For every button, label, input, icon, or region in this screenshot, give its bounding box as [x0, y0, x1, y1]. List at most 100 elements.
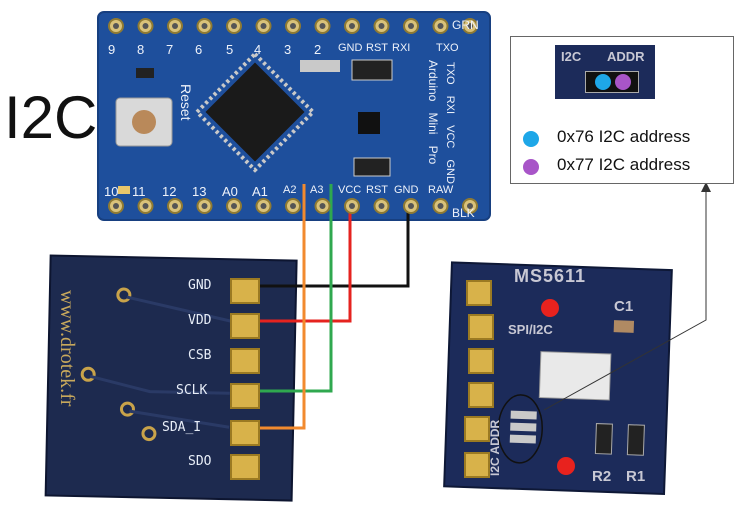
addr-jumper-highlight — [497, 394, 543, 464]
pin-label-txo-top: TXO — [436, 42, 459, 54]
ms-pad-4 — [468, 382, 494, 408]
arduino-pad-hole — [172, 203, 178, 209]
ms-pad-5 — [464, 416, 490, 442]
arduino-pad-hole — [290, 203, 296, 209]
pad-vdd — [230, 313, 260, 339]
vdd-wire — [244, 206, 352, 323]
pin-label-5: 5 — [226, 42, 234, 57]
legend-header-i2c: I2C — [561, 49, 582, 64]
pin-label-3: 3 — [284, 42, 292, 57]
arduino-pad-hole — [408, 23, 414, 29]
brand-line-arduino: Arduino — [426, 60, 440, 102]
ms5611-title: MS5611 — [514, 266, 587, 286]
drotek-pin-header — [230, 278, 260, 480]
legend-dot-0x76 — [523, 131, 539, 147]
addr-jumper — [509, 410, 537, 444]
side-label-gnd: GND — [444, 159, 456, 184]
arduino-pad-hole — [319, 203, 326, 209]
pin-label-2: 2 — [314, 42, 322, 57]
arduino-pad-hole — [290, 23, 296, 29]
legend-text-0x76: 0x76 I2C address — [557, 127, 691, 146]
r1-label: R1 — [626, 468, 646, 485]
arduino-pad-hole — [113, 203, 119, 209]
led — [118, 186, 130, 194]
r2-label: R2 — [592, 468, 612, 485]
pad-sdo — [230, 454, 260, 480]
arduino-pad-hole — [260, 23, 267, 29]
arduino-pad-hole — [378, 23, 385, 29]
pad-csb — [230, 348, 260, 374]
ms5611-sensor — [538, 351, 612, 401]
arduino-pad-hole — [378, 203, 385, 209]
sclk-wire — [244, 184, 333, 393]
arduino-side-labels: TXO RXI VCC GND — [443, 62, 462, 184]
pin-label-sda: SDA_I — [162, 420, 202, 435]
legend-header-addr: ADDR — [607, 49, 645, 64]
arduino-pad-hole — [231, 203, 237, 209]
arduino-brand-text: Arduino Mini Pro — [425, 60, 444, 164]
arduino-pad-hole — [201, 23, 208, 29]
brand-line-mini: Mini — [426, 112, 440, 135]
legend-jumper-photo: I2C ADDR — [555, 45, 655, 99]
pointer-line — [543, 182, 707, 411]
brand-line-pro: Pro — [426, 145, 440, 165]
regulator — [358, 112, 380, 134]
arduino-pad-hole — [408, 203, 414, 209]
resistor-r2 — [594, 423, 613, 455]
pin-label-rst-bottom: RST — [366, 184, 388, 196]
pin-label-gnd: GND — [188, 278, 212, 293]
pin-label-4: 4 — [254, 42, 262, 57]
arduino-pad-hole — [467, 203, 473, 209]
oscillator — [300, 60, 340, 72]
pin-label-rst-top: RST — [366, 42, 388, 54]
arduino-pad-hole — [349, 23, 355, 29]
blk-label: BLK — [452, 206, 475, 220]
legend-text-0x77: 0x77 I2C address — [557, 155, 691, 174]
pin-label-vdd: VDD — [188, 313, 212, 328]
pin-label-sclk: SCLK — [176, 383, 208, 398]
side-label-txo: TXO — [444, 62, 456, 85]
pin-label-raw: RAW — [428, 184, 454, 196]
pin-label-a0: A0 — [222, 184, 238, 199]
side-label-vcc: VCC — [444, 125, 456, 149]
grn-label: GRN — [452, 18, 479, 32]
page-title: I2C — [4, 84, 98, 151]
drotek-url: www.drotek.fr — [56, 290, 78, 407]
ms-pad-3 — [468, 348, 494, 374]
pointer-arrowhead — [701, 182, 711, 192]
arduino-bottom-pads — [108, 198, 478, 214]
side-label-rxi: RXI — [444, 95, 456, 115]
wires — [244, 184, 410, 430]
pin-label-gnd-top: GND — [338, 42, 363, 54]
pad-sda — [230, 420, 260, 446]
arduino-top-pads — [108, 18, 478, 34]
legend-dot-0x77-on-jumper — [615, 74, 631, 90]
reset-button-cap — [132, 110, 156, 134]
ms-pad-6 — [464, 452, 490, 478]
spi-i2c-label: SPI/I2C — [508, 322, 553, 337]
arduino-pad-hole — [172, 23, 178, 29]
reset-label: Reset — [178, 84, 194, 121]
pin-label-a1: A1 — [252, 184, 268, 199]
arduino-pad-hole — [349, 203, 355, 209]
csb-solder-marker — [557, 457, 575, 475]
arduino-pad-hole — [231, 23, 237, 29]
pin-label-sdo: SDO — [188, 454, 212, 469]
ms-pad-1 — [466, 280, 492, 306]
pin-label-vcc: VCC — [338, 184, 362, 196]
legend-dot-0x76-on-jumper — [595, 74, 611, 90]
pad-sclk — [230, 383, 260, 409]
arduino-pad-hole — [142, 23, 149, 29]
pin-label-9: 9 — [108, 42, 116, 57]
i2c-addr-board-label: I2C ADDR — [488, 419, 502, 476]
arduino-pad-hole — [437, 23, 444, 29]
pin-label-rxi-top: RXI — [392, 42, 411, 54]
pin-label-6: 6 — [195, 42, 203, 57]
spi-i2c-solder-marker — [541, 299, 559, 317]
legend-dot-0x77 — [523, 159, 539, 175]
address-legend: I2C ADDR 0x76 I2C address 0x77 I2C addre… — [510, 36, 734, 184]
crystal — [351, 59, 393, 81]
capacitor — [353, 157, 391, 177]
arduino-pad-hole — [437, 203, 444, 209]
arduino-pad-hole — [201, 203, 208, 209]
